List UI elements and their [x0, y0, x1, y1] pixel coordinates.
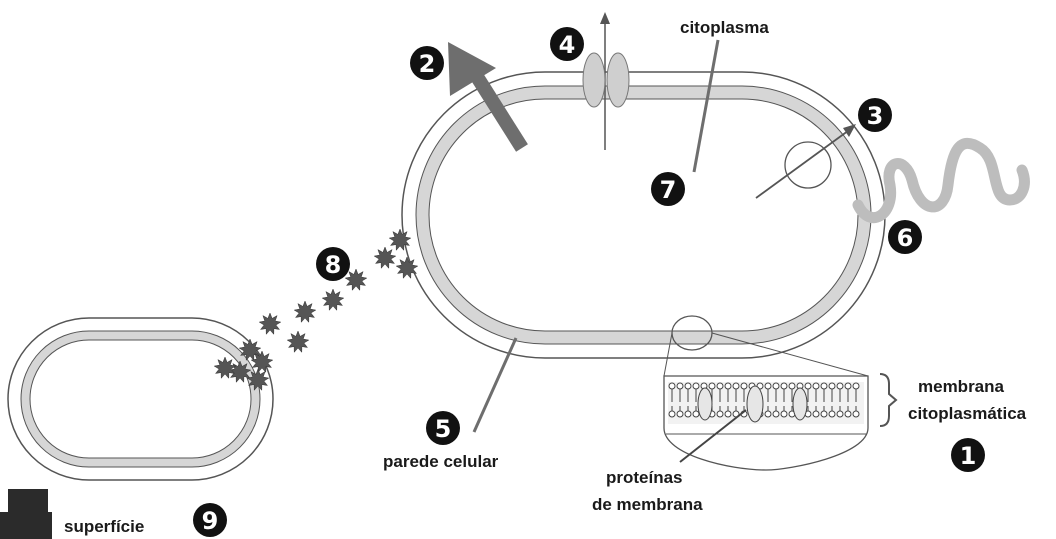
svg-text:4: 4: [559, 31, 576, 59]
particle-star-icon: [259, 313, 281, 334]
superficie-label: superfície: [64, 517, 144, 536]
marker-4: 4: [550, 27, 584, 61]
flagellum: [858, 143, 1024, 217]
surface-block-upper: [8, 489, 48, 513]
particle-star-icon: [374, 247, 396, 268]
marker-5: 5: [426, 411, 460, 445]
parede-leader: [474, 338, 516, 432]
marker-2: 2: [410, 46, 444, 80]
svg-text:2: 2: [419, 50, 436, 78]
particle-star-icon: [345, 269, 367, 290]
small-cell: [8, 318, 273, 480]
particle-star-icon: [322, 289, 344, 310]
marker-6: 6: [888, 220, 922, 254]
marker-7: 7: [651, 172, 685, 206]
svg-text:8: 8: [325, 251, 342, 279]
citoplasma-label: citoplasma: [680, 18, 769, 37]
membrana-label-line1: membrana: [918, 377, 1005, 396]
particle-star-icon: [287, 331, 309, 352]
marker-3: 3: [858, 98, 892, 132]
svg-text:6: 6: [897, 224, 914, 252]
svg-text:7: 7: [660, 176, 677, 204]
marker-8: 8: [316, 247, 350, 281]
secreted-particles: [214, 229, 418, 390]
membrana-label-line2: citoplasmática: [908, 404, 1027, 423]
svg-text:1: 1: [960, 442, 977, 470]
proteinas-label-line1: proteínas: [606, 468, 683, 487]
main-cell: [402, 72, 885, 358]
particle-star-icon: [294, 301, 316, 322]
proteinas-label-line2: de membrana: [592, 495, 703, 514]
svg-text:5: 5: [435, 415, 452, 443]
marker-9: 9: [193, 503, 227, 537]
surface-block: [0, 512, 52, 539]
parede-label: parede celular: [383, 452, 499, 471]
svg-text:9: 9: [202, 507, 219, 535]
svg-text:3: 3: [867, 102, 884, 130]
marker-1: 1: [951, 438, 985, 472]
